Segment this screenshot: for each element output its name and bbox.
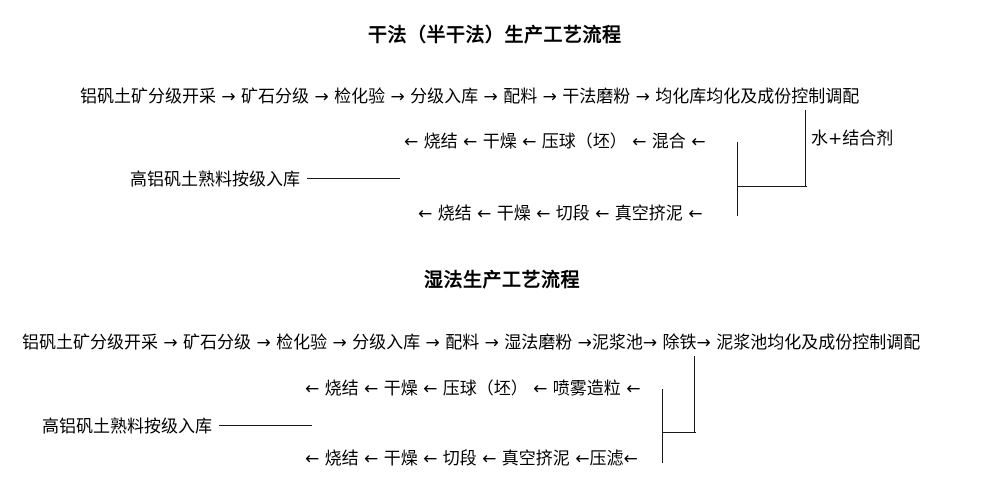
dry-process-lower-branch-chain: ← 烧结 ← 干燥 ← 切段 ← 真空挤泥 ← [418,204,703,224]
wet-process-output-row: 高铝矾土熟料按级入库 [42,416,312,438]
wet-process-main-chain: 铝矾土矿分级开采 → 矿石分级 → 检化验 → 分级入库 → 配料 → 湿法磨粉… [22,333,921,353]
dry-process-additive-note: 水+结合剂 [811,129,894,149]
dry-output-connector-line [307,178,400,179]
dry-process-upper-branch-chain: ← 烧结 ← 干燥 ← 压球（坯） ← 混合 ← [404,132,706,152]
wet-connector-vertical-left [662,389,663,463]
wet-connector-vertical-right [694,356,695,432]
dry-connector-vertical-left [737,142,738,216]
wet-process-output-label: 高铝矾土熟料按级入库 [42,417,212,437]
wet-process-lower-branch-chain: ← 烧结 ← 干燥 ← 切段 ← 真空挤泥 ←压滤← [305,449,638,469]
dry-process-output-row: 高铝矾土熟料按级入库 [130,169,400,191]
dry-process-output-label: 高铝矾土熟料按级入库 [130,170,300,190]
wet-process-title: 湿法生产工艺流程 [424,269,581,291]
wet-process-upper-branch-chain: ← 烧结 ← 干燥 ← 压球（坯） ← 喷雾造粒 ← [305,379,641,399]
dry-process-main-chain: 铝矾土矿分级开采 → 矿石分级 → 检化验 → 分级入库 → 配料 → 干法磨粉… [80,87,860,107]
dry-connector-vertical-right [805,110,806,186]
wet-output-connector-line [219,425,312,426]
dry-connector-horizontal [737,186,807,187]
dry-process-title: 干法（半干法）生产工艺流程 [368,24,622,46]
wet-connector-horizontal [662,432,696,433]
